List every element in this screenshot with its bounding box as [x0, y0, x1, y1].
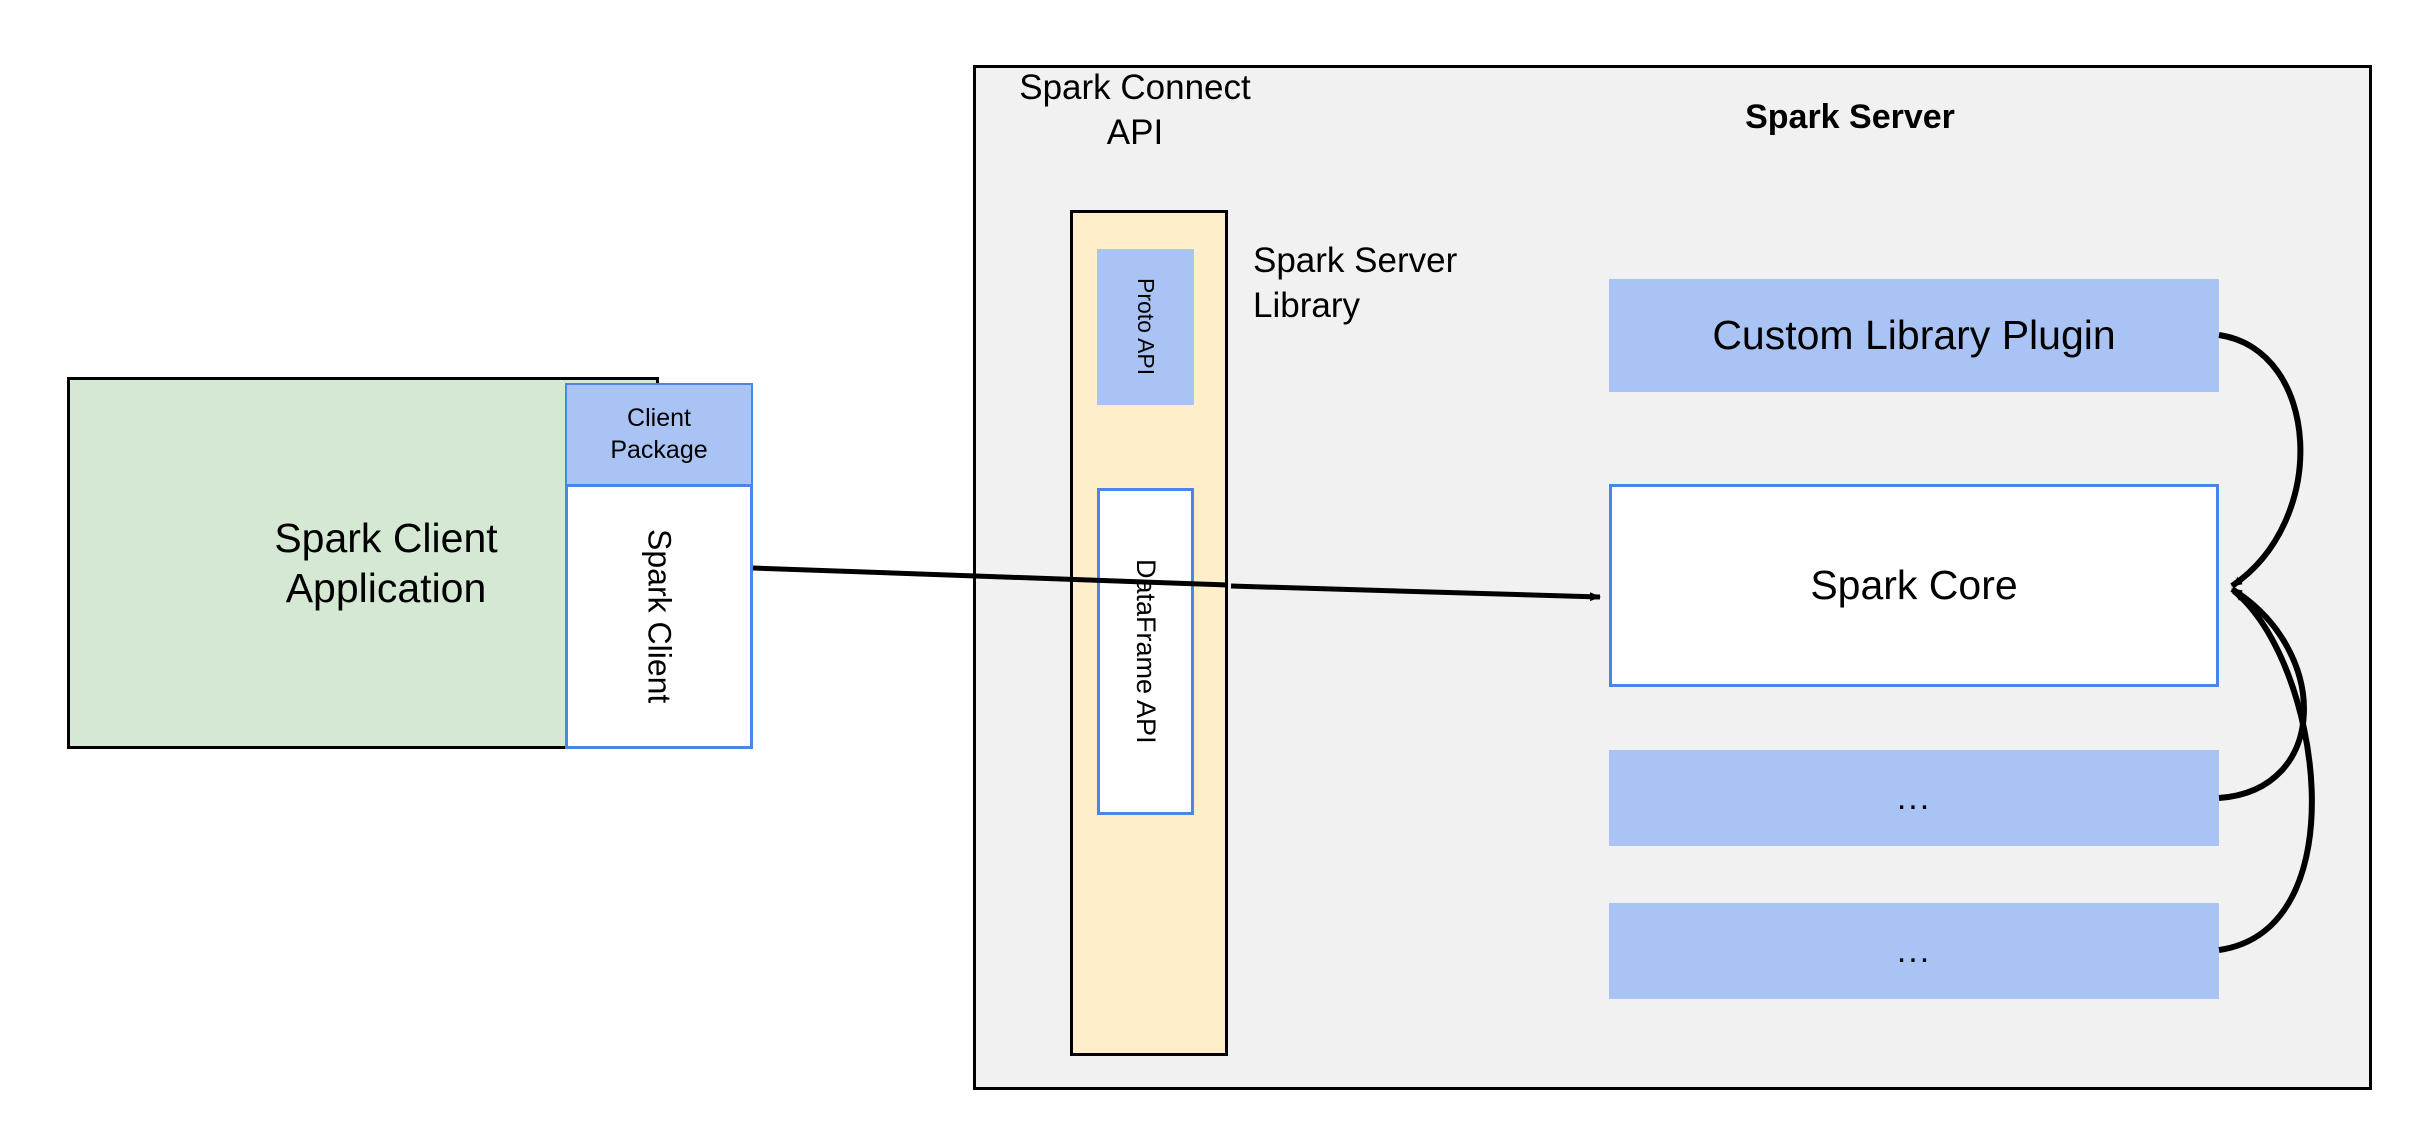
more-components-label-2: ...: [1896, 931, 1932, 970]
more-components-box-2[interactable]: ...: [1609, 903, 2219, 999]
spark-server-title: Spark Server: [1745, 98, 1955, 136]
spark-client-application-box[interactable]: Spark Client Application: [67, 377, 659, 749]
custom-library-plugin-box[interactable]: Custom Library Plugin: [1609, 279, 2219, 392]
spark-client-box[interactable]: Spark Client: [565, 484, 753, 749]
client-package-box[interactable]: Client Package: [565, 383, 753, 486]
proto-api-label: Proto API: [1133, 278, 1159, 376]
more-components-box-1[interactable]: ...: [1609, 750, 2219, 846]
client-package-label: Client Package: [610, 404, 708, 464]
dataframe-api-label: DataFrame API: [1131, 559, 1161, 744]
spark-connect-api-label: Spark Connect API: [1019, 68, 1251, 152]
custom-library-plugin-label: Custom Library Plugin: [1712, 312, 2116, 358]
spark-client-application-label: Spark Client Application: [274, 514, 498, 611]
more-components-label-1: ...: [1896, 778, 1932, 817]
spark-core-label: Spark Core: [1810, 562, 2018, 608]
spark-server-library-label: Spark Server Library: [1253, 241, 1458, 325]
proto-api-box[interactable]: Proto API: [1097, 249, 1194, 405]
spark-core-box[interactable]: Spark Core: [1609, 484, 2219, 687]
spark-client-label: Spark Client: [641, 529, 678, 704]
dataframe-api-box[interactable]: DataFrame API: [1097, 488, 1194, 815]
